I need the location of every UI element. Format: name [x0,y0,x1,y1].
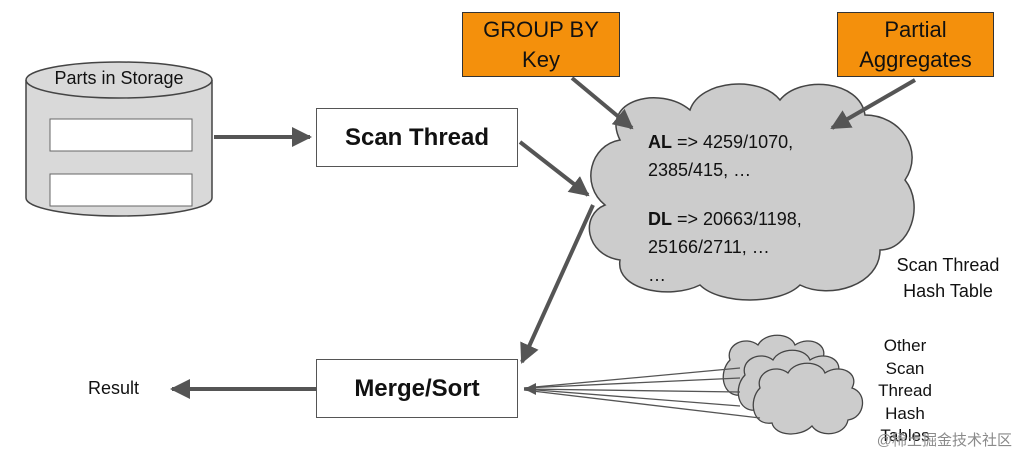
hash-key-dl: DL [648,209,672,229]
line-other-table [523,367,741,389]
other-hash-table-clouds [722,334,864,435]
merge-sort-box: Merge/Sort [316,359,518,418]
other-tables-line: Thread [878,381,932,400]
thin-arrows [523,367,761,419]
storage-part [49,118,193,152]
group-by-key-callout: GROUP BY Key [462,12,620,77]
storage-label: Parts in Storage [54,68,184,88]
result-label: Result [88,378,140,398]
hash-values-dl-2: 25166/2711, … [648,237,770,257]
arrowhead-merge [524,383,536,395]
line-other-table [523,388,741,407]
hash-values-al-2: 2385/415, … [648,160,752,180]
hash-values-dl-1: => 20663/1198, [672,209,802,229]
scan-thread-hash-table-label: Scan Thread Hash Table [878,252,1018,304]
hash-key-al: AL [648,132,672,152]
line-other-table [523,377,741,389]
group-by-key-line1: GROUP BY [483,16,599,42]
arrow-groupby-to-key [570,76,634,130]
partial-aggregates-line1: Partial [884,16,947,42]
hash-entry-al: AL => 4259/1070, 2385/415, … [648,128,793,184]
storage-cylinder [25,61,213,217]
group-by-key-line2: Key [522,46,560,72]
other-tables-line: Hash [885,403,925,423]
hash-entry-dl: DL => 20663/1198, 25166/2711, … … [648,205,802,289]
other-tables-line: Tables [880,426,930,445]
other-tables-line: Other [883,336,927,355]
line-other-table [523,388,741,393]
arrow-scan-to-hashtable [518,140,590,197]
hash-values-al-1: => 4259/1070, [672,132,794,152]
scan-thread-box: Scan Thread [316,108,518,167]
line-other-table [523,389,761,419]
arrows [170,76,917,399]
watermark: @稀土掘金技术社区 [876,432,1012,449]
storage-part [49,173,193,207]
hash-ellipsis: … [648,265,666,285]
arrow-partial-to-values [830,78,917,130]
scan-thread-hash-table-line1: Scan Thread [896,255,1000,275]
other-tables-label: Other Scan Thread Hash Tables [860,335,950,448]
partial-aggregates-callout: Partial Aggregates [837,12,994,77]
partial-aggregates-line2: Aggregates [859,46,972,72]
hash-table-cloud [588,83,915,301]
scan-thread-hash-table-line2: Hash Table [903,281,993,301]
other-tables-line: Scan [885,358,925,378]
arrow-hashtable-to-merge [520,204,595,364]
